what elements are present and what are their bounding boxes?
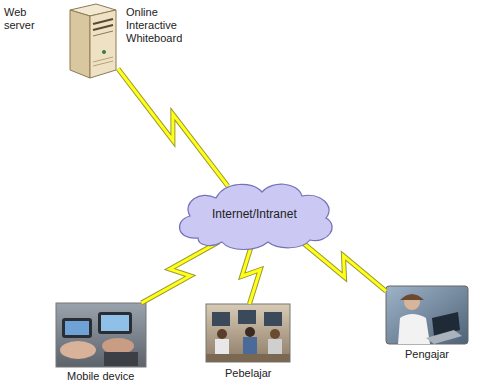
teacher-photo bbox=[386, 286, 468, 344]
photo-caption: Mobile device bbox=[67, 370, 134, 383]
teacher-photo-part bbox=[400, 294, 424, 300]
mobile-photo-part bbox=[102, 338, 134, 354]
lightning-outline bbox=[141, 242, 218, 303]
server-label: Web server bbox=[4, 6, 56, 32]
server-icon-part bbox=[102, 50, 106, 54]
server-icon-part bbox=[93, 31, 113, 36]
classroom-photo-part bbox=[206, 304, 290, 362]
server-icon-part bbox=[93, 19, 113, 24]
photo-caption: Pengajar bbox=[405, 348, 449, 361]
lightning-bolt bbox=[118, 69, 228, 186]
lightning-outline bbox=[302, 242, 386, 291]
photo-node: Mobile device bbox=[56, 303, 146, 367]
server-caption: Online Interactive Whiteboard bbox=[126, 6, 192, 45]
classroom-photo-part bbox=[206, 354, 290, 362]
mobile-photo-part bbox=[104, 352, 138, 366]
lightning-bolt bbox=[242, 242, 260, 304]
lightning-bolt bbox=[141, 242, 218, 303]
lightning-outline bbox=[242, 242, 260, 304]
teacher-photo-part bbox=[398, 314, 430, 344]
cloud-outline bbox=[180, 184, 333, 249]
server-icon-part bbox=[70, 10, 90, 78]
teacher-photo-part bbox=[386, 286, 468, 344]
mobile-photo-part bbox=[62, 318, 92, 338]
classroom-photo-part bbox=[212, 312, 230, 326]
mobile-photo-part bbox=[60, 341, 96, 359]
server-icon-part bbox=[93, 61, 113, 66]
cloud-node: Internet/Intranet bbox=[168, 176, 340, 252]
lightning-link bbox=[118, 69, 228, 186]
lightning-outline bbox=[118, 69, 228, 186]
classroom-photo-part bbox=[245, 327, 255, 337]
server-node: Web serverOnline Interactive Whiteboard bbox=[66, 4, 118, 78]
classroom-photo-part bbox=[238, 310, 256, 324]
classroom-photo bbox=[206, 304, 290, 362]
server-icon bbox=[70, 4, 116, 78]
server-icon-part bbox=[90, 10, 116, 78]
lightning-link bbox=[302, 242, 386, 291]
mobile-photo-part bbox=[65, 321, 89, 335]
photo-caption: Pebelajar bbox=[225, 367, 271, 380]
classroom-photo-part bbox=[217, 329, 227, 339]
lightning-link bbox=[242, 242, 260, 304]
server-icon-part bbox=[93, 25, 113, 30]
photo-node: Pengajar bbox=[386, 286, 468, 344]
classroom-photo-part bbox=[264, 312, 282, 326]
mobile-photo bbox=[56, 303, 146, 367]
mobile-photo-part bbox=[101, 315, 129, 331]
cloud-label: Internet/Intranet bbox=[212, 208, 297, 221]
classroom-photo-part bbox=[270, 329, 280, 339]
mobile-photo-part bbox=[56, 303, 146, 367]
lightning-link bbox=[141, 242, 218, 303]
lightning-bolt bbox=[302, 242, 386, 291]
photo-node: Pebelajar bbox=[206, 304, 290, 362]
mobile-photo-part bbox=[98, 312, 132, 334]
teacher-photo-part bbox=[426, 330, 462, 344]
